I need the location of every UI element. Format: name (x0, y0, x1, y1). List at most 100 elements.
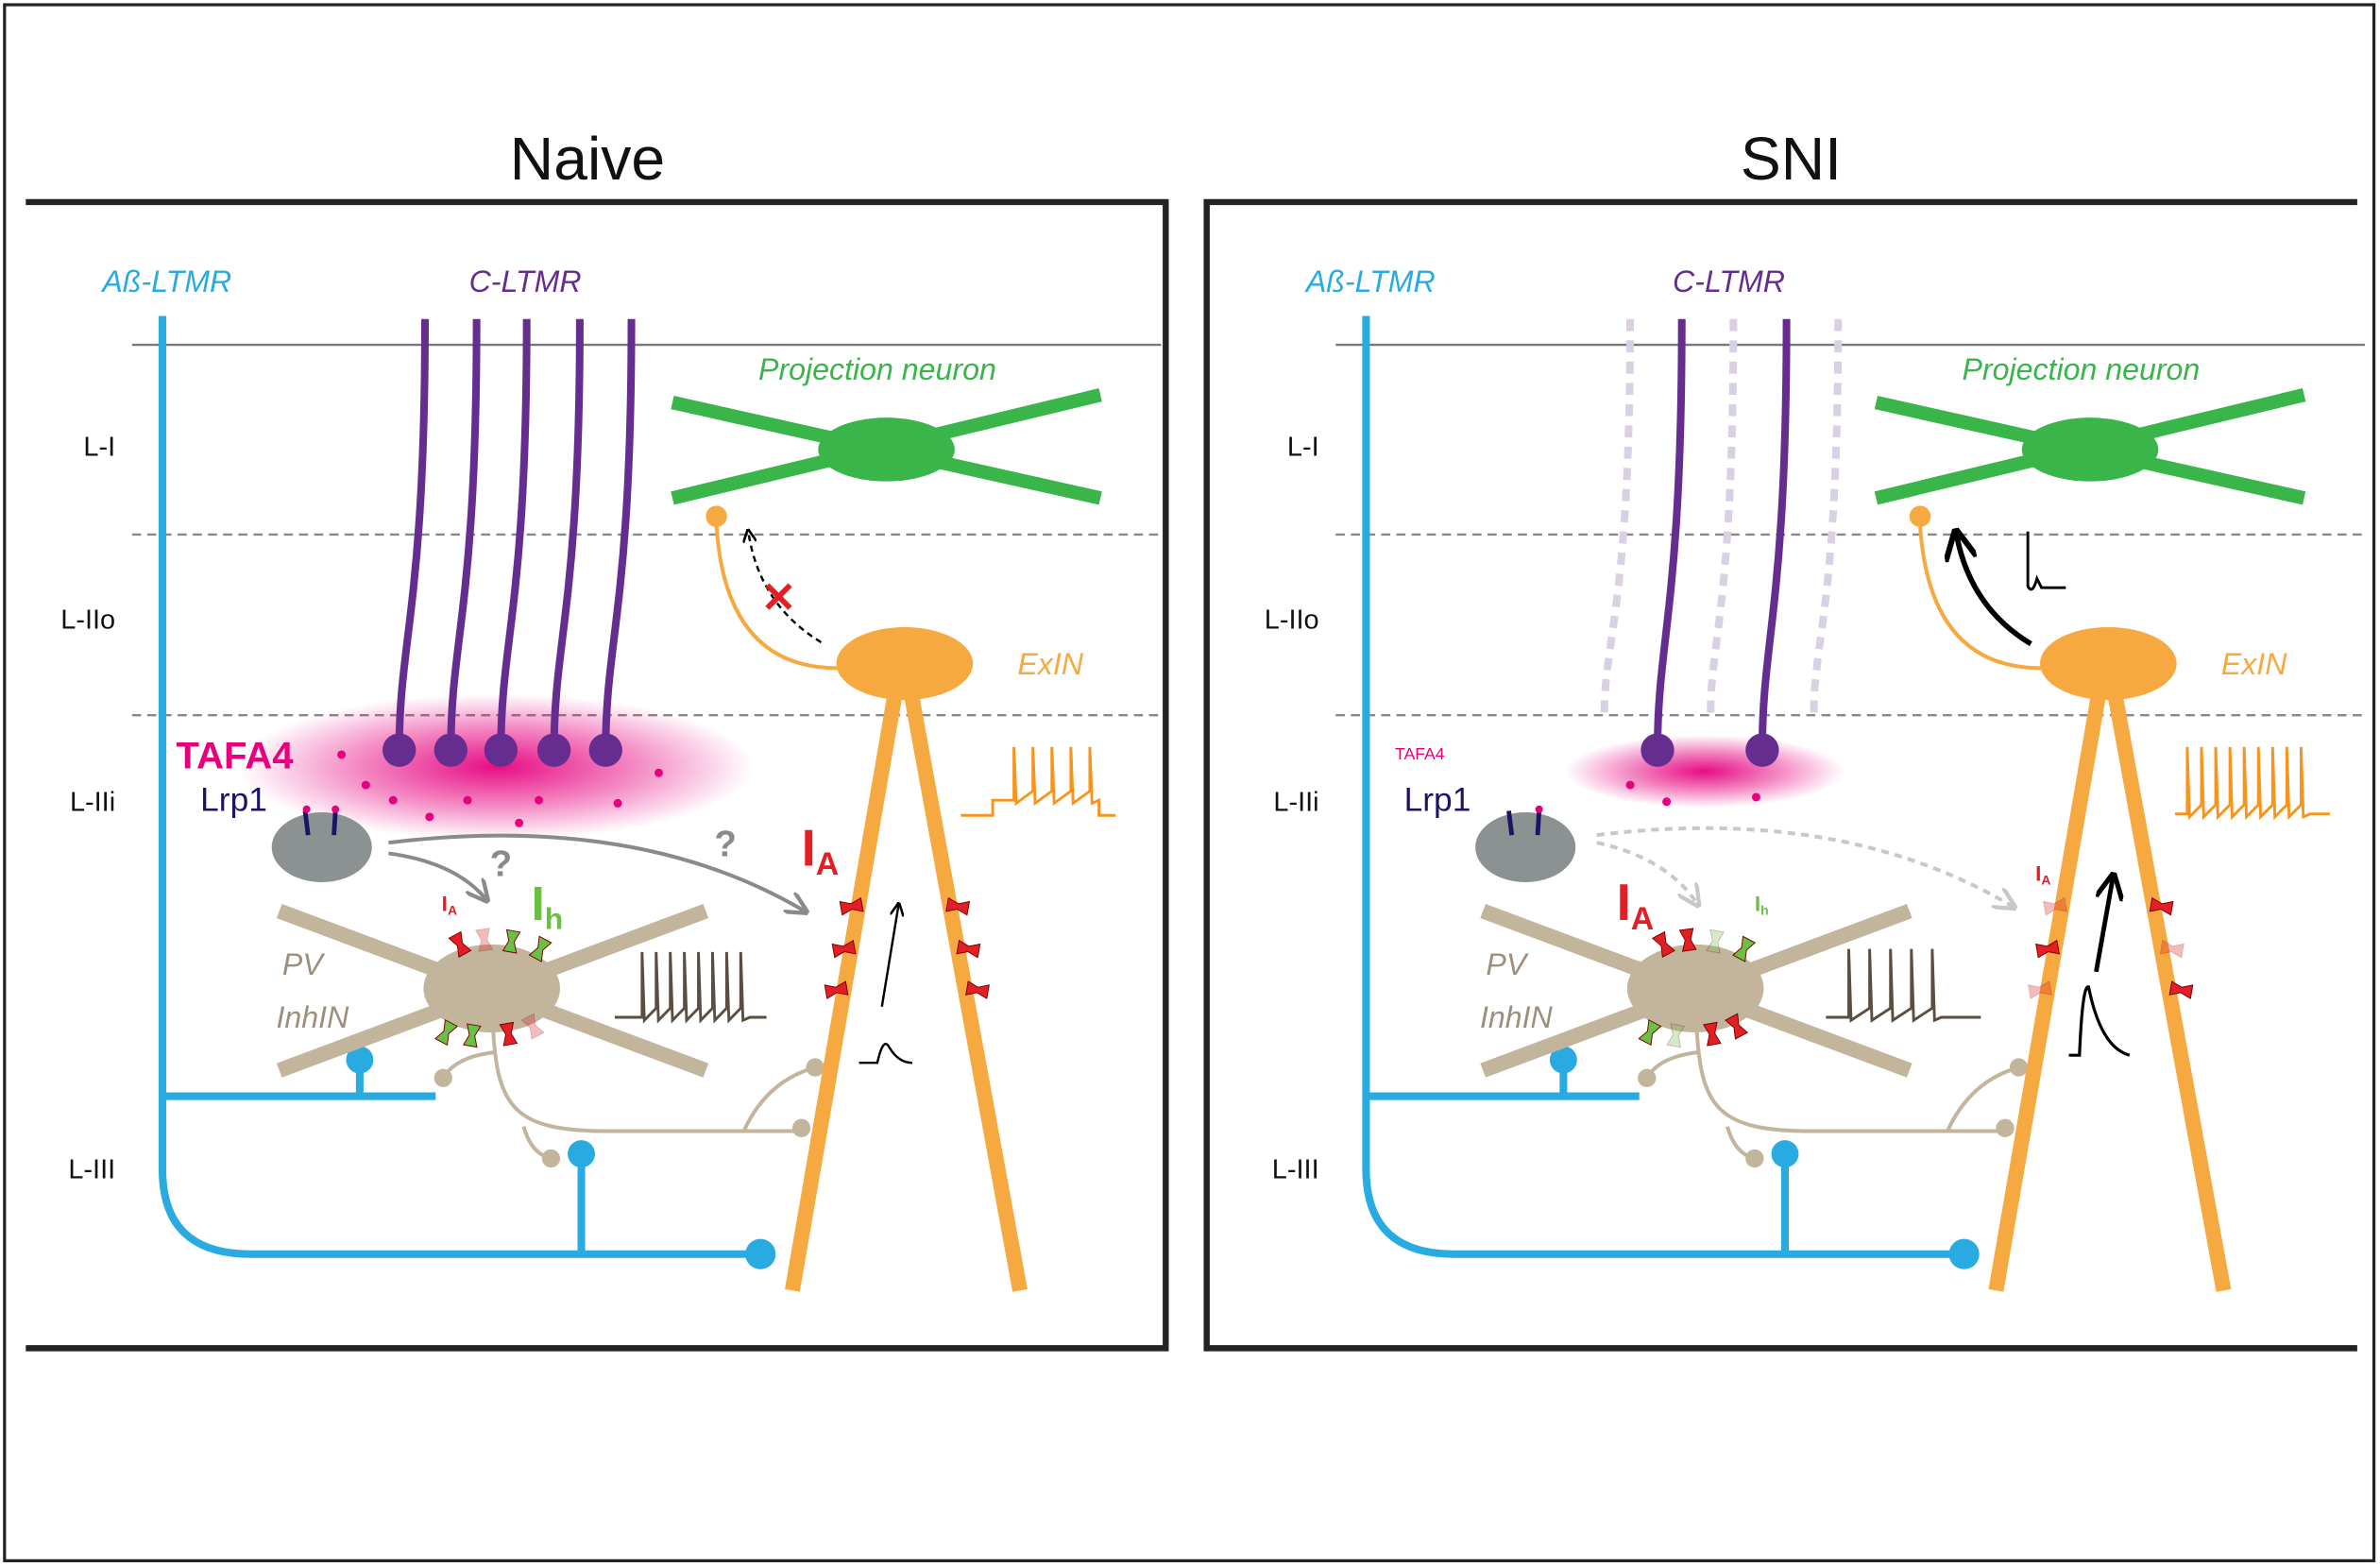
ia-channel (839, 896, 864, 916)
pv-ih-label: Ih (1755, 893, 1769, 918)
ab-ltmr-label: Aß-LTMR (1304, 264, 1436, 298)
ia-channel (945, 896, 971, 916)
modulation-arrow-exin-lost (1596, 826, 2013, 907)
ih-channel (1638, 1018, 1662, 1047)
epsp-trace (858, 1043, 912, 1065)
output-arrow (1957, 535, 2032, 647)
synapse-bouton (568, 1140, 595, 1168)
pv-bouton (806, 1058, 824, 1077)
excitatory-interneuron (706, 505, 1028, 1292)
projection-neuron-label: Projection neuron (758, 352, 996, 386)
ia-channel (1725, 1013, 1749, 1040)
layer-label: L-I (83, 432, 115, 462)
outer-frame (3, 3, 2376, 1562)
pv-soma (1626, 944, 1764, 1033)
exin-ia-label-main: I (2035, 861, 2041, 885)
ia-channel (499, 1021, 518, 1047)
bound-tafa4 (1535, 805, 1543, 813)
tafa4-cloud (1564, 735, 1844, 809)
pv-firing-trace (614, 951, 767, 1024)
ia-channel (2168, 980, 2194, 999)
exin-ia-label-sub: A (816, 846, 839, 882)
modulation-arrow-pv-lost (1596, 841, 1697, 903)
ia-channel (2159, 939, 2184, 959)
pv-inhibitory-interneuron (1480, 903, 2029, 1168)
exin-firing-trace (960, 746, 1116, 817)
projection-neuron-label: Projection neuron (1962, 352, 2200, 386)
lrp1-label: Lrp1 (200, 781, 267, 818)
synapse-bouton (1549, 1046, 1577, 1074)
pv-ia-label: IA (442, 893, 457, 918)
tafa4-label: TAFA4 (176, 734, 294, 776)
exin-soma (2040, 626, 2177, 701)
lrp1-cell (271, 812, 372, 882)
synapse-bouton (1948, 1238, 1980, 1269)
bound-tafa4 (332, 805, 340, 813)
ih-channel (462, 1023, 482, 1048)
pv-ia-label: IA (1617, 874, 1655, 937)
c-ltmr-fiber (497, 318, 531, 751)
c-ltmr-label: C-LTMR (1673, 264, 1785, 298)
modulation-arrow-pv (388, 851, 485, 898)
exin-label: ExIN (2221, 647, 2287, 681)
exin-axon (714, 525, 839, 671)
exin-bouton (1909, 505, 1931, 527)
pv-axon (441, 1031, 816, 1161)
ih-channel (1666, 1023, 1686, 1048)
tafa4-particle (1625, 780, 1635, 790)
exin-soma (836, 626, 974, 701)
panel-frame (26, 198, 1169, 1352)
ia-channel (1651, 930, 1675, 958)
c-ltmr-terminal (536, 733, 571, 767)
synapse-bouton (1771, 1140, 1799, 1168)
c-ltmr-fiber (1758, 318, 1791, 751)
ih-channel (528, 935, 552, 962)
pv-bouton (1996, 1118, 2014, 1137)
tafa4-particle (463, 795, 472, 805)
pv-ih-label-sub: h (1760, 903, 1769, 918)
inhin-label: InhIN (277, 1000, 350, 1034)
pv-inhibitory-interneuron (276, 903, 824, 1168)
projection-neuron (1874, 388, 2306, 505)
ab-ltmr-afferent (158, 315, 776, 1269)
question-mark: ? (714, 825, 737, 865)
block-x-icon: ✕ (761, 573, 797, 622)
question-mark: ? (490, 844, 513, 885)
tafa4-particle (1751, 792, 1760, 802)
epsp-trace (2068, 985, 2131, 1057)
c-ltmr-fiber (395, 318, 430, 751)
pv-bouton (2009, 1058, 2029, 1077)
pv-bouton (1638, 1068, 1657, 1087)
layer-label: L-IIi (1273, 787, 1318, 817)
c-ltmr-terminal (434, 733, 468, 767)
pv-bouton (541, 1149, 561, 1168)
ih-channel (434, 1018, 459, 1047)
synapse-bouton (346, 1046, 374, 1074)
tafa4-particle (361, 780, 370, 790)
ab-ltmr-label: Aß-LTMR (100, 264, 231, 298)
ia-channel (520, 1013, 545, 1040)
c-ltmr-fiber-lost (1707, 318, 1738, 714)
signal-arrow (880, 905, 899, 1007)
tafa4-particle (535, 795, 544, 805)
pv-ih-label: Ih (532, 876, 564, 935)
exin-ia-label-sub: A (2041, 872, 2050, 887)
tafa4-particle (425, 812, 434, 822)
lrp1-label: Lrp1 (1404, 781, 1471, 818)
layer-label: L-III (1272, 1154, 1319, 1184)
panel-frame (1203, 198, 2357, 1352)
tafa4-label: TAFA4 (1395, 744, 1445, 763)
ih-channel (1732, 935, 1757, 962)
pv-soma (423, 944, 561, 1033)
ia-channel (956, 939, 981, 959)
ia-channel (448, 930, 472, 958)
pv-label: PV (282, 947, 325, 981)
inhin-label: InhIN (1480, 1000, 1554, 1034)
lrp1-cell (1475, 812, 1576, 882)
exin-ia-label: IA (802, 819, 840, 882)
tafa4-cloud (238, 693, 755, 840)
layer-label: L-IIi (70, 787, 115, 817)
ia-channel (824, 980, 849, 999)
exin-label: ExIN (1017, 647, 1083, 681)
